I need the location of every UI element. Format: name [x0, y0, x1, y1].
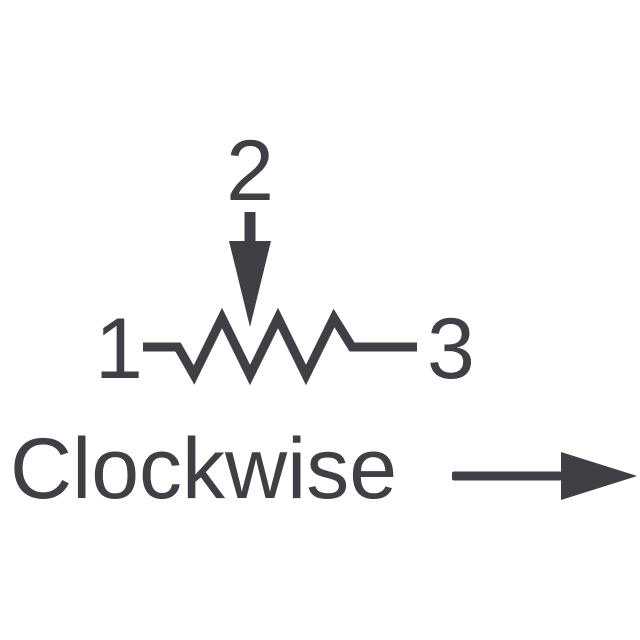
pin-label-1: 1	[95, 301, 143, 397]
wiper-arrow-shaft	[244, 212, 256, 243]
pin-label-2: 2	[226, 123, 274, 219]
direction-arrow-shaft	[452, 471, 562, 481]
wiper-arrow-down	[229, 212, 271, 327]
clockwise-direction-arrow	[452, 452, 637, 500]
clockwise-caption: Clockwise	[10, 421, 397, 517]
pin-label-3: 3	[427, 301, 475, 397]
wiper-arrow-head	[229, 241, 271, 327]
resistor-zigzag	[143, 307, 417, 386]
direction-arrow-head	[561, 452, 637, 500]
